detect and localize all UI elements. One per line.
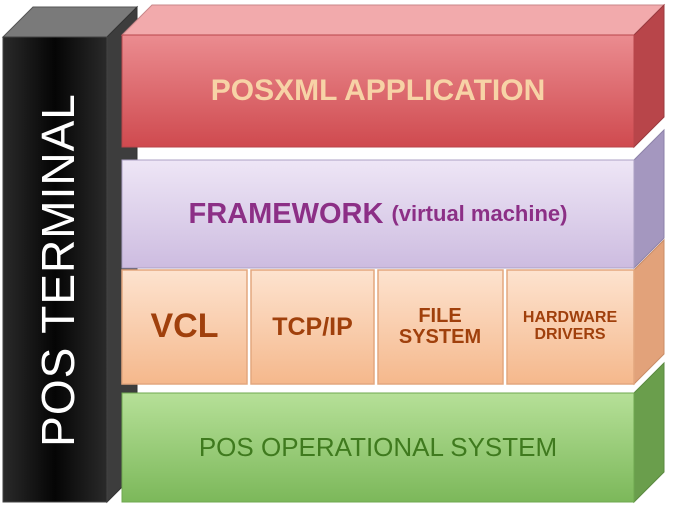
framework-label-text: FRAMEWORK xyxy=(188,197,384,230)
os-label-text: POS OPERATIONAL SYSTEM xyxy=(198,431,558,462)
framework-label: FRAMEWORK (virtual machine) xyxy=(122,160,634,268)
module-tcpip-text: TCP/IP xyxy=(272,312,353,341)
application-label: POSXML APPLICATION xyxy=(122,35,634,147)
module-filesystem-text: FILE SYSTEM xyxy=(398,305,482,348)
module-tcpip-label: TCP/IP xyxy=(251,270,374,384)
module-drivers-box xyxy=(506,269,635,385)
os-layer xyxy=(121,361,665,504)
module-filesystem-box xyxy=(377,269,504,385)
module-vcl-label: VCL xyxy=(122,270,247,384)
framework-layer xyxy=(121,128,665,270)
application-label-text: POSXML APPLICATION xyxy=(210,74,546,108)
module-filesystem-label: FILE SYSTEM xyxy=(385,270,495,384)
framework-sublabel-text: (virtual machine) xyxy=(391,201,568,227)
modules-layer xyxy=(121,238,665,386)
application-layer xyxy=(120,3,666,149)
pos-terminal-label: POS TERMINAL xyxy=(32,93,84,447)
module-drivers-label: HARDWARE DRIVERS xyxy=(512,270,628,384)
module-tcpip-box xyxy=(250,269,375,385)
module-vcl-box xyxy=(121,269,248,385)
module-drivers-text: HARDWARE DRIVERS xyxy=(522,309,618,343)
os-label: POS OPERATIONAL SYSTEM xyxy=(122,393,634,502)
module-vcl-text: VCL xyxy=(150,307,219,346)
